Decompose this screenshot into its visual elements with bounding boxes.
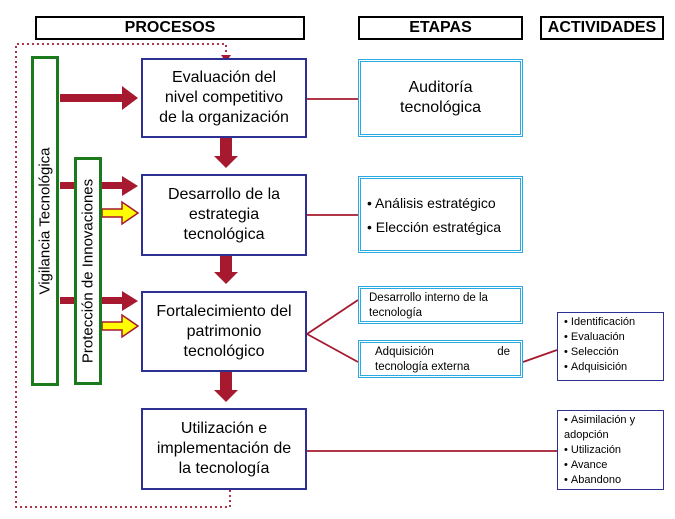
actividades-grupo-1: Identificación Evaluación Selección Adqu… — [557, 312, 664, 381]
etapa-desarrollo-interno-line: Desarrollo interno de la — [369, 292, 488, 304]
etapa-analisis: • Análisis estratégico — [367, 195, 496, 211]
process-fortalecimiento-line: Fortalecimiento del — [156, 302, 292, 320]
red-arrow-1 — [60, 86, 138, 110]
yellow-arrow-2 — [101, 313, 140, 339]
process-evaluacion: Evaluación del nivel competitivo de la o… — [141, 58, 307, 138]
actividad-item: Asimilación y adopción — [564, 413, 657, 443]
process-fortalecimiento-line: tecnológico — [183, 342, 265, 360]
etapa-desarrollo-interno: Desarrollo interno de la tecnología — [358, 286, 523, 324]
header-etapas: ETAPAS — [358, 16, 523, 40]
process-fortalecimiento: Fortalecimiento del patrimonio tecnológi… — [141, 291, 307, 372]
actividad-item: Adquisición — [564, 360, 657, 375]
down-arrow-2 — [214, 256, 238, 284]
etapa-adquisicion-word: Adquisición — [375, 346, 434, 358]
vigilancia-box: Vigilancia Tecnológica — [31, 56, 59, 386]
etapa-estrategia: • Análisis estratégico • Elección estrat… — [358, 176, 523, 253]
actividad-item: Evaluación — [564, 330, 657, 345]
process-fortalecimiento-line: patrimonio — [186, 322, 262, 340]
actividades-list-1: Identificación Evaluación Selección Adqu… — [558, 313, 663, 377]
actividad-item: Identificación — [564, 315, 657, 330]
actividad-item: Selección — [564, 345, 657, 360]
actividades-list-2: Asimilación y adopción Utilización Avanc… — [558, 411, 663, 490]
process-desarrollo: Desarrollo de la estrategia tecnológica — [141, 174, 307, 256]
connector-p3-desarrollo — [306, 299, 359, 335]
down-arrow-1 — [214, 138, 238, 168]
connector-p3-adquisicion — [306, 333, 359, 363]
proteccion-label: Protección de Innovaciones — [79, 178, 97, 364]
process-utilizacion-line: la tecnología — [178, 460, 270, 477]
etapa-adquisicion-line: tecnología externa — [375, 361, 470, 373]
process-desarrollo-line: Desarrollo de la — [167, 186, 281, 203]
etapa-eleccion-label: Elección estratégica — [375, 219, 502, 235]
actividad-item: Utilización — [564, 443, 657, 458]
process-desarrollo-line: estrategia — [188, 206, 260, 223]
process-utilizacion-line: Utilización e — [180, 420, 268, 437]
etapa-adquisicion: Adquisición de tecnología externa — [358, 340, 523, 378]
process-utilizacion-line: implementación de — [156, 440, 292, 457]
process-evaluacion-line: de la organización — [159, 109, 289, 126]
process-evaluacion-line: nivel competitivo — [164, 89, 284, 106]
process-desarrollo-line: tecnológica — [183, 226, 265, 243]
actividad-item: Abandono — [564, 473, 657, 488]
proteccion-box: Protección de Innovaciones — [74, 157, 102, 385]
red-arrow-5 — [102, 291, 138, 311]
yellow-arrow-1 — [101, 200, 140, 226]
header-procesos: PROCESOS — [35, 16, 305, 40]
red-arrow-2 — [60, 182, 74, 189]
process-utilizacion: Utilización e implementación de la tecno… — [141, 408, 307, 490]
header-actividades-label: ACTIVIDADES — [547, 19, 657, 36]
etapa-analisis-label: Análisis estratégico — [375, 195, 496, 211]
header-actividades: ACTIVIDADES — [540, 16, 664, 40]
actividades-grupo-2: Asimilación y adopción Utilización Avanc… — [557, 410, 664, 490]
red-arrow-3 — [102, 176, 138, 196]
actividad-item: Avance — [564, 458, 657, 473]
down-arrow-3 — [214, 372, 238, 402]
feedback-loop — [15, 43, 231, 508]
etapa-auditoria-line: tecnológica — [400, 99, 481, 116]
etapa-auditoria-line: Auditoría — [408, 79, 473, 96]
etapa-adquisicion-word: de — [497, 346, 510, 358]
header-procesos-label: PROCESOS — [124, 19, 216, 36]
etapa-desarrollo-interno-line: tecnología — [369, 307, 423, 319]
etapa-eleccion: • Elección estratégica — [367, 219, 502, 235]
vigilancia-label: Vigilancia Tecnológica — [36, 147, 54, 295]
process-evaluacion-line: Evaluación del — [171, 69, 277, 86]
connector-adquisicion-act — [522, 349, 558, 363]
red-arrow-4 — [60, 297, 74, 304]
header-etapas-label: ETAPAS — [409, 19, 472, 36]
etapa-auditoria: Auditoría tecnológica — [358, 59, 523, 137]
